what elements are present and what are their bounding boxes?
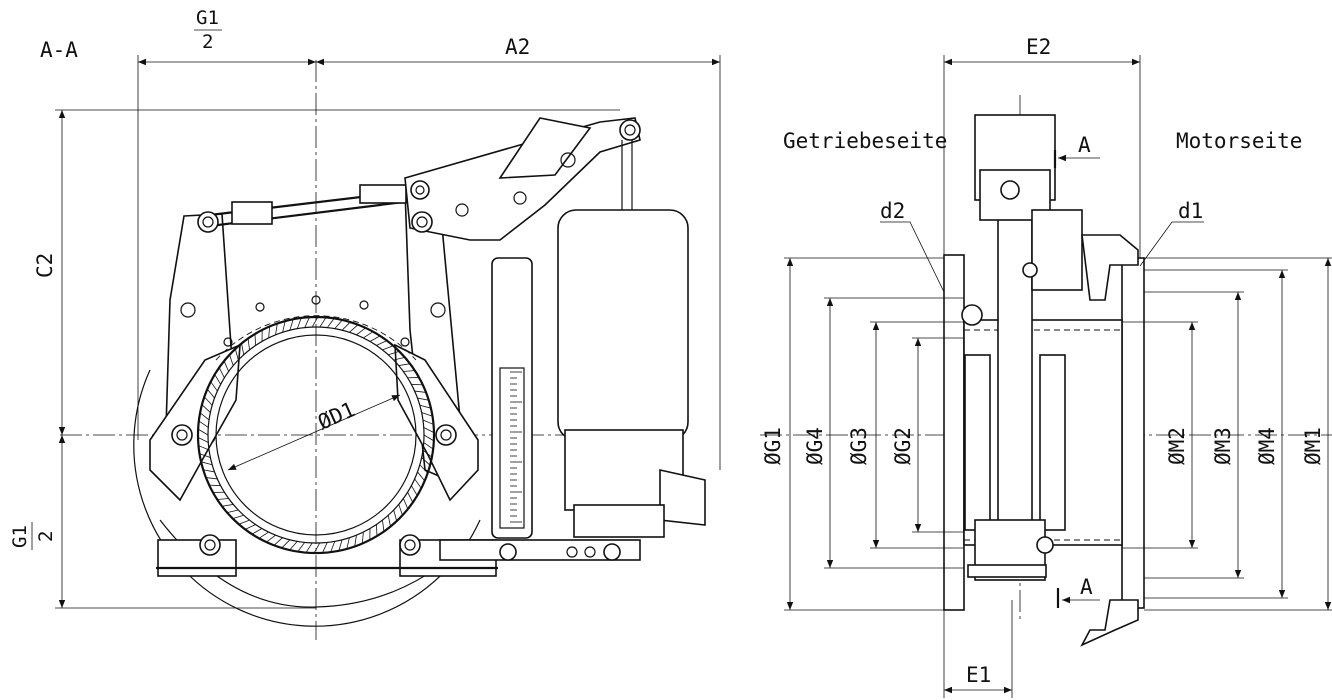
g1-half-top-denominator: 2 — [202, 31, 213, 53]
section-view-a-a — [60, 60, 706, 640]
g1-half-top-fraction: G1 2 — [194, 7, 222, 53]
g3-label: ØG3 — [847, 427, 871, 465]
motor-side-bracket-bottom — [1080, 599, 1139, 647]
d1-leader-label: d1 — [1178, 199, 1203, 223]
left-view-dimensions — [55, 55, 721, 609]
base-hole-2 — [584, 546, 596, 558]
wear-indicator-scale — [499, 367, 525, 529]
section-mark-upper: A — [1053, 133, 1100, 168]
brake-arm-side — [997, 189, 1033, 541]
actuating-lever — [404, 117, 641, 241]
g1-half-side-numerator: G1 — [9, 525, 31, 548]
d2-leader-line — [880, 221, 945, 293]
tie-rod-nut — [231, 201, 273, 225]
wear-indicator-tube — [491, 257, 533, 539]
thruster-terminal-box — [659, 469, 706, 526]
base-rail — [439, 539, 641, 561]
section-mark-lower-label: A — [1080, 575, 1093, 599]
bolt-circle-holes — [223, 295, 410, 347]
g1-half-top-numerator: G1 — [196, 7, 219, 29]
e2-label: E2 — [1026, 35, 1051, 59]
m4-label: ØM4 — [1255, 427, 1279, 465]
side-bolt-1 — [1000, 180, 1020, 200]
g1-half-side-denominator: 2 — [35, 531, 57, 542]
g1-label: ØG1 — [761, 427, 785, 465]
m3-label: ØM3 — [1211, 427, 1235, 465]
thruster-cylinder — [557, 209, 689, 441]
thruster-base — [573, 504, 665, 538]
gearbox-flange — [943, 254, 965, 611]
e1-label: E1 — [966, 663, 991, 687]
d2-label: d2 — [880, 199, 905, 223]
section-mark-lower: A — [1056, 575, 1100, 608]
m1-label: ØM1 — [1301, 427, 1325, 465]
tie-rod-sleeve — [359, 184, 407, 204]
motor-side-label: Motorseite — [1176, 129, 1302, 153]
left-base-foot — [157, 539, 237, 577]
side-bolt-3 — [961, 304, 983, 326]
side-bolt-2 — [1022, 262, 1038, 278]
lower-base-plate — [967, 564, 1047, 578]
pivot-pins — [171, 119, 641, 561]
base-hole-1 — [566, 546, 578, 558]
a2-label: A2 — [505, 35, 530, 59]
gearbox-side-label: Getriebeseite — [783, 129, 947, 153]
side-view — [760, 95, 1332, 647]
left-brake-shoe — [149, 343, 241, 502]
m2-label: ØM2 — [1165, 427, 1189, 465]
d1-diameter-line — [227, 394, 401, 471]
pad-assembly-right — [1039, 354, 1066, 531]
brake-drum-outline — [133, 369, 481, 627]
lever-bracket — [498, 117, 592, 179]
brake-disc-outer — [196, 315, 436, 555]
motor-flange — [1121, 257, 1145, 609]
section-mark-upper-label: A — [1078, 133, 1091, 157]
thruster-side — [1031, 209, 1083, 291]
side-bolt-4 — [1036, 536, 1054, 554]
wear-indicator-ticks — [510, 371, 522, 523]
right-view-dimensions — [784, 55, 1332, 698]
section-label: A-A — [40, 38, 78, 62]
right-brake-shoe — [394, 343, 479, 502]
disc-hatching — [197, 316, 435, 554]
pad-assembly-left — [964, 354, 991, 531]
g4-label: ØG4 — [803, 427, 827, 465]
g1-half-side-fraction: G1 2 — [9, 522, 57, 550]
motor-side-bracket-top — [1081, 234, 1139, 301]
c2-label: C2 — [33, 253, 57, 278]
d1-label: ØD1 — [314, 397, 358, 434]
d1-leader-line — [1139, 221, 1204, 267]
brake-disc-bore — [215, 334, 417, 536]
bolt-circle — [215, 315, 417, 361]
g2-label: ØG2 — [891, 427, 915, 465]
